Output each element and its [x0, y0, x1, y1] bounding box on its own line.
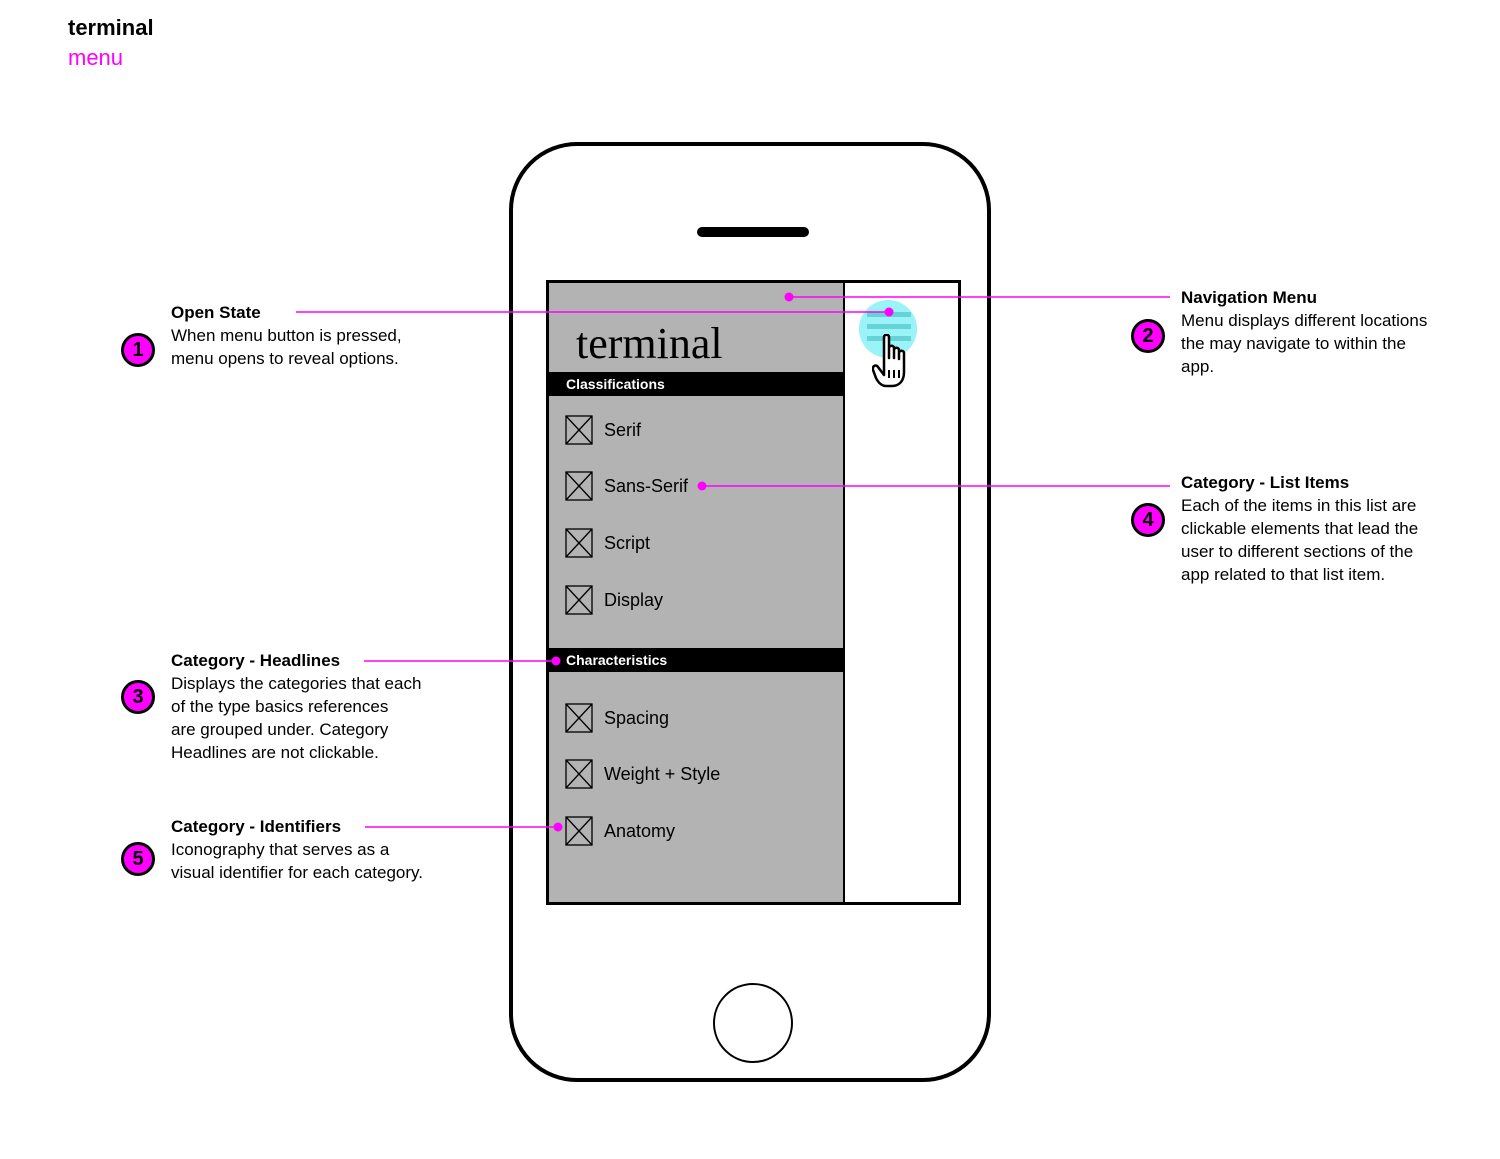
category-headline-classifications: Classifications	[549, 372, 844, 396]
placeholder-x-icon	[565, 528, 593, 558]
annotation-badge-5: 5	[121, 842, 155, 876]
menu-item-label: Serif	[604, 419, 642, 440]
menu-item-anatomy[interactable]: Anatomy	[565, 815, 675, 847]
placeholder-x-icon	[565, 759, 593, 789]
annotation-body-open-state: When menu button is pressed,menu opens t…	[171, 326, 402, 368]
page-subtitle: menu	[68, 45, 124, 70]
annotation-badge-2: 2	[1131, 319, 1165, 353]
menu-item-serif[interactable]: Serif	[565, 414, 641, 446]
hand-pointer-icon	[872, 334, 906, 388]
annotation-badge-4: 4	[1131, 503, 1165, 537]
hamburger-menu-icon	[867, 312, 911, 317]
menu-item-sans-serif[interactable]: Sans-Serif	[565, 470, 688, 502]
phone-home-button[interactable]	[713, 983, 793, 1063]
annotation-title-navigation-menu: Navigation Menu	[1181, 288, 1318, 307]
hamburger-line	[867, 324, 911, 329]
category-headline-characteristics: Characteristics	[549, 648, 844, 672]
annotation-title-open-state: Open State	[171, 303, 261, 322]
placeholder-x-icon	[565, 585, 593, 615]
annotation-title-category-headlines: Category - Headlines	[171, 651, 341, 670]
menu-item-label: Weight + Style	[604, 763, 721, 784]
menu-item-spacing[interactable]: Spacing	[565, 702, 669, 734]
placeholder-x-icon	[565, 816, 593, 846]
menu-item-label: Anatomy	[604, 820, 676, 841]
placeholder-x-icon	[565, 471, 593, 501]
annotation-badge-3: 3	[121, 680, 155, 714]
placeholder-x-icon	[565, 703, 593, 733]
phone-speaker	[697, 227, 809, 237]
menu-item-label: Spacing	[604, 707, 670, 728]
annotation-title-category-list-items: Category - List Items	[1181, 473, 1350, 492]
menu-item-weight-style[interactable]: Weight + Style	[565, 758, 720, 790]
annotation-badge-1: 1	[121, 333, 155, 367]
menu-item-script[interactable]: Script	[565, 527, 650, 559]
menu-item-display[interactable]: Display	[565, 584, 663, 616]
app-logo: terminal	[576, 319, 723, 368]
annotation-title-category-identifiers: Category - Identifiers	[171, 817, 342, 836]
placeholder-x-icon	[565, 415, 593, 445]
menu-item-label: Script	[604, 532, 651, 553]
page-title: terminal	[68, 15, 154, 40]
menu-item-label: Display	[604, 589, 664, 610]
menu-item-label: Sans-Serif	[604, 475, 689, 496]
